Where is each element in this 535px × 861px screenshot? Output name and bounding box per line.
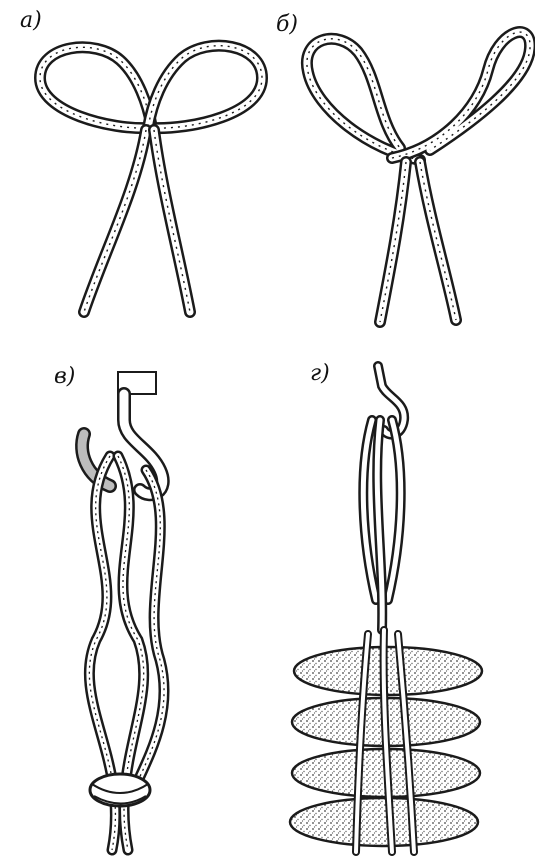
panel-b-crossed-loops bbox=[307, 32, 530, 322]
panel-label-v: в) bbox=[54, 366, 75, 388]
panel-b-right-loop bbox=[392, 32, 530, 158]
sack-4 bbox=[290, 798, 478, 846]
panel-g-upper-rope bbox=[363, 420, 400, 630]
panel-a-right-loop bbox=[148, 46, 262, 128]
panel-g-sack-sling bbox=[290, 366, 482, 852]
panel-a-right-end bbox=[154, 130, 190, 312]
panel-b-right-end bbox=[420, 162, 456, 320]
panel-v-hook-sling bbox=[82, 372, 164, 850]
panel-b-left-end bbox=[380, 162, 406, 322]
panel-v-knot bbox=[90, 774, 150, 806]
panel-a-left-loop bbox=[40, 47, 152, 128]
panel-a-left-end bbox=[84, 130, 146, 312]
panel-label-b: б) bbox=[276, 14, 298, 36]
panel-a-rope-loop bbox=[40, 46, 262, 312]
panel-label-g: г) bbox=[310, 363, 330, 385]
panel-b-left-loop bbox=[307, 39, 420, 160]
panel-label-a: а) bbox=[20, 10, 42, 32]
sack-1 bbox=[294, 647, 482, 695]
